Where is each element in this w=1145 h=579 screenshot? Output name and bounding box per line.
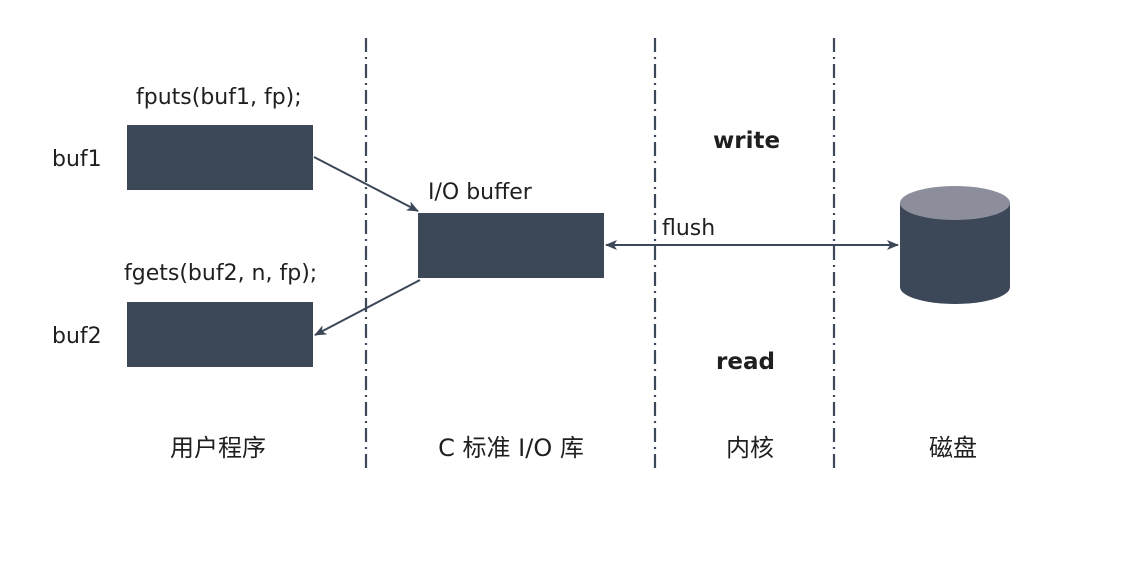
fputs-call-label: fputs(buf1, fp); — [136, 85, 302, 110]
zone-label-user-program: 用户程序 — [170, 434, 266, 462]
buf2-label: buf2 — [52, 324, 102, 349]
buf2-box — [127, 302, 313, 367]
flush-label: flush — [662, 216, 715, 241]
cylinder-disk-icon — [900, 186, 1010, 304]
zone-label-kernel: 内核 — [726, 434, 774, 462]
disk-body — [900, 203, 1010, 304]
fputs-arrow — [313, 156, 419, 212]
disk-top — [900, 186, 1010, 220]
read-label: read — [716, 349, 775, 375]
write-label: write — [713, 128, 780, 154]
io-buffer-box — [418, 213, 604, 278]
zone-label-c-stdio-lib: C 标准 I/O 库 — [438, 434, 584, 462]
fgets-arrow — [314, 279, 421, 336]
fgets-call-label: fgets(buf2, n, fp); — [124, 261, 317, 286]
io-buffer-label: I/O buffer — [428, 180, 533, 205]
buf1-label: buf1 — [52, 147, 102, 172]
zone-label-disk: 磁盘 — [929, 434, 977, 462]
buf1-box — [127, 125, 313, 190]
